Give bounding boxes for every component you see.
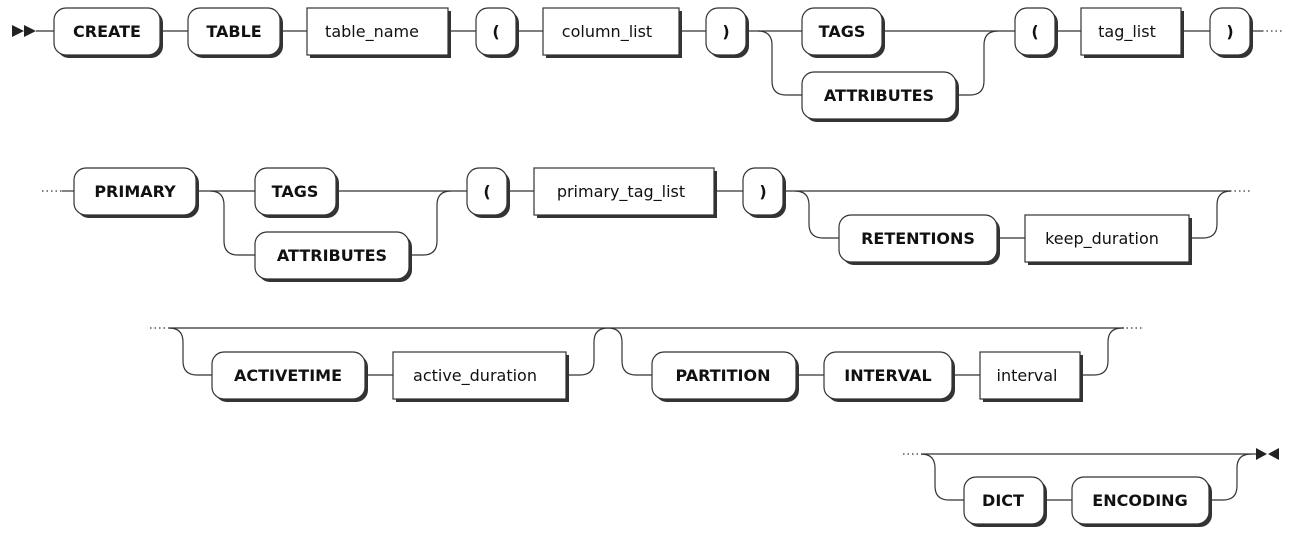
svg-text:PRIMARY: PRIMARY [94,182,176,201]
keyword-interval: INTERVAL [823,351,955,402]
svg-text:): ) [759,182,766,201]
keyword-create: CREATE [53,7,163,58]
svg-text:active_duration: active_duration [413,366,537,386]
svg-text:tag_list: tag_list [1098,22,1156,42]
keyword-primary: PRIMARY [73,167,199,218]
keyword-activetime: ACTIVETIME [211,351,368,402]
svg-text:(: ( [483,182,490,201]
nonterminal-primary-tag-list: primary_tag_list [533,167,717,218]
svg-text:ENCODING: ENCODING [1092,491,1187,510]
svg-text:): ) [722,22,729,41]
nonterminal-active-duration: active_duration [392,351,569,402]
svg-text:DICT: DICT [982,491,1024,510]
svg-text:ACTIVETIME: ACTIVETIME [234,366,342,385]
symbol-left-paren-2: ( [1014,7,1058,58]
keyword-attributes-primary: ATTRIBUTES [254,231,412,282]
keyword-tags-primary: TAGS [254,167,339,218]
symbol-left-paren-primary: ( [466,167,510,218]
svg-text:PARTITION: PARTITION [676,366,771,385]
symbol-left-paren: ( [475,7,519,58]
svg-text:CREATE: CREATE [73,22,141,41]
svg-text:INTERVAL: INTERVAL [844,366,931,385]
row4-connectors [903,448,1279,501]
keyword-attributes: ATTRIBUTES [801,71,959,122]
symbol-right-paren: ) [705,7,749,58]
svg-text:ATTRIBUTES: ATTRIBUTES [824,86,934,105]
nonterminal-keep-duration: keep_duration [1024,214,1192,265]
keyword-retentions: RETENTIONS [838,214,1000,265]
keyword-partition: PARTITION [651,351,799,402]
svg-text:(: ( [1031,22,1038,41]
svg-text:keep_duration: keep_duration [1045,229,1159,249]
svg-text:TABLE: TABLE [206,22,261,41]
symbol-right-paren-primary: ) [742,167,786,218]
row3-connectors [150,327,1142,376]
nonterminal-column-list: column_list [542,7,682,58]
nonterminal-interval: interval [979,351,1083,402]
svg-text:TAGS: TAGS [819,22,866,41]
svg-text:ATTRIBUTES: ATTRIBUTES [277,246,387,265]
start-marker-icon [12,25,36,37]
keyword-table: TABLE [187,7,283,58]
nonterminal-table-name: table_name [306,7,451,58]
svg-text:TAGS: TAGS [272,182,319,201]
nonterminal-tag-list: tag_list [1080,7,1184,58]
symbol-right-paren-2: ) [1209,7,1253,58]
keyword-encoding: ENCODING [1071,476,1212,527]
svg-text:primary_tag_list: primary_tag_list [557,182,685,202]
keyword-tags: TAGS [801,7,885,58]
svg-text:interval: interval [997,366,1058,385]
keyword-dict: DICT [963,476,1047,527]
svg-text:column_list: column_list [562,22,652,42]
end-marker-icon [1256,448,1279,460]
row2-connectors [42,190,1250,256]
svg-text:table_name: table_name [325,22,419,42]
svg-text:): ) [1226,22,1233,41]
svg-text:(: ( [492,22,499,41]
svg-text:RETENTIONS: RETENTIONS [861,229,975,248]
